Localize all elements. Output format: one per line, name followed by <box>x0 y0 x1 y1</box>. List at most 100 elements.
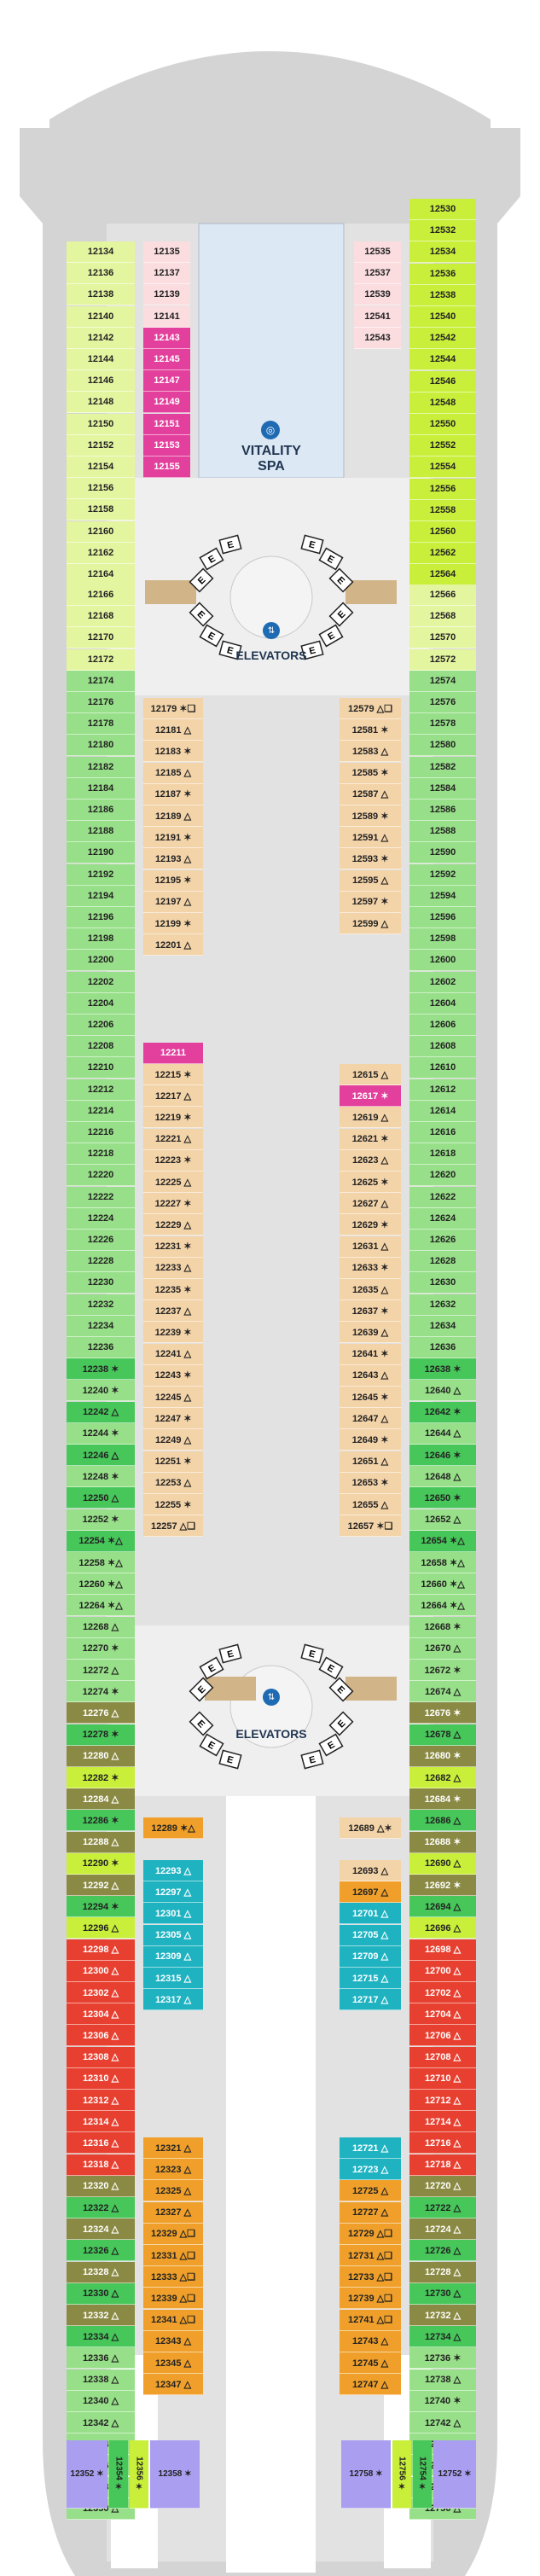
cabin-12314[interactable]: 12314 △ <box>67 2111 135 2133</box>
cabin-12697[interactable]: 12697 △ <box>340 1881 401 1904</box>
cabin-12232[interactable]: 12232 <box>67 1294 135 1316</box>
cabin-12286[interactable]: 12286 ✶ <box>67 1810 135 1832</box>
cabin-12298[interactable]: 12298 △ <box>67 1939 135 1961</box>
cabin-12686[interactable]: 12686 △ <box>409 1810 476 1832</box>
cabin-12739[interactable]: 12739 △❑ <box>340 2288 401 2310</box>
cabin-12297[interactable]: 12297 △ <box>143 1881 203 1904</box>
cabin-12234[interactable]: 12234 <box>67 1315 135 1337</box>
cabin-12310[interactable]: 12310 △ <box>67 2067 135 2090</box>
cabin-12242[interactable]: 12242 △ <box>67 1401 135 1423</box>
cabin-12158[interactable]: 12158 <box>67 499 135 521</box>
cabin-12170[interactable]: 12170 <box>67 627 135 649</box>
cabin-12236[interactable]: 12236 <box>67 1337 135 1358</box>
cabin-12595[interactable]: 12595 △ <box>340 869 401 892</box>
cabin-12181[interactable]: 12181 △ <box>143 719 203 741</box>
cabin-12154[interactable]: 12154 <box>67 456 135 478</box>
cabin-12260[interactable]: 12260 ✶△ <box>67 1573 135 1596</box>
cabin-12151[interactable]: 12151 <box>143 413 190 435</box>
cabin-12618[interactable]: 12618 <box>409 1143 476 1166</box>
cabin-12568[interactable]: 12568 <box>409 606 476 628</box>
cabin-12330[interactable]: 12330 △ <box>67 2282 135 2305</box>
cabin-12172[interactable]: 12172 <box>67 648 135 671</box>
cabin-12539[interactable]: 12539 <box>354 284 401 306</box>
suite-12752[interactable]: 12752 ✶ <box>433 2440 476 2509</box>
cabin-12198[interactable]: 12198 <box>67 928 135 951</box>
cabin-12342[interactable]: 12342 △ <box>67 2412 135 2434</box>
cabin-12179[interactable]: 12179 ✶❑ <box>143 698 203 719</box>
cabin-12608[interactable]: 12608 <box>409 1036 476 1058</box>
cabin-12733[interactable]: 12733 △❑ <box>340 2266 401 2288</box>
cabin-12289[interactable]: 12289 ✶△ <box>143 1817 203 1839</box>
cabin-12701[interactable]: 12701 △ <box>340 1903 401 1925</box>
cabin-12639[interactable]: 12639 △ <box>340 1322 401 1344</box>
cabin-12594[interactable]: 12594 <box>409 885 476 907</box>
cabin-12714[interactable]: 12714 △ <box>409 2111 476 2133</box>
cabin-12153[interactable]: 12153 <box>143 434 190 456</box>
cabin-12631[interactable]: 12631 △ <box>340 1236 401 1258</box>
cabin-12180[interactable]: 12180 <box>67 735 135 757</box>
cabin-12336[interactable]: 12336 △ <box>67 2347 135 2370</box>
cabin-12188[interactable]: 12188 <box>67 821 135 843</box>
cabin-12145[interactable]: 12145 <box>143 349 190 370</box>
cabin-12702[interactable]: 12702 △ <box>409 1982 476 2003</box>
cabin-12700[interactable]: 12700 △ <box>409 1960 476 1982</box>
cabin-12621[interactable]: 12621 ✶ <box>340 1128 401 1150</box>
cabin-12222[interactable]: 12222 <box>67 1186 135 1208</box>
cabin-12270[interactable]: 12270 ✶ <box>67 1637 135 1660</box>
cabin-12599[interactable]: 12599 △ <box>340 913 401 934</box>
cabin-12582[interactable]: 12582 <box>409 756 476 778</box>
cabin-12698[interactable]: 12698 △ <box>409 1939 476 1961</box>
cabin-12176[interactable]: 12176 <box>67 692 135 713</box>
cabin-12264[interactable]: 12264 ✶△ <box>67 1595 135 1617</box>
cabin-12138[interactable]: 12138 <box>67 284 135 306</box>
cabin-12190[interactable]: 12190 <box>67 842 135 864</box>
cabin-12684[interactable]: 12684 ✶ <box>409 1788 476 1811</box>
cabin-12324[interactable]: 12324 △ <box>67 2218 135 2241</box>
cabin-12189[interactable]: 12189 △ <box>143 805 203 827</box>
cabin-12727[interactable]: 12727 △ <box>340 2201 401 2224</box>
cabin-12718[interactable]: 12718 △ <box>409 2154 476 2176</box>
cabin-12143[interactable]: 12143 <box>143 327 190 349</box>
cabin-12339[interactable]: 12339 △❑ <box>143 2288 203 2310</box>
cabin-12554[interactable]: 12554 <box>409 456 476 479</box>
cabin-12186[interactable]: 12186 <box>67 800 135 821</box>
cabin-12183[interactable]: 12183 ✶ <box>143 741 203 763</box>
cabin-12187[interactable]: 12187 ✶ <box>143 783 203 805</box>
cabin-12212[interactable]: 12212 <box>67 1079 135 1101</box>
cabin-12244[interactable]: 12244 ✶ <box>67 1422 135 1445</box>
cabin-12302[interactable]: 12302 △ <box>67 1982 135 2003</box>
cabin-12535[interactable]: 12535 <box>354 241 401 263</box>
cabin-12619[interactable]: 12619 △ <box>340 1107 401 1129</box>
cabin-12725[interactable]: 12725 △ <box>340 2180 401 2202</box>
cabin-12729[interactable]: 12729 △❑ <box>340 2223 401 2245</box>
cabin-12721[interactable]: 12721 △ <box>340 2137 401 2159</box>
cabin-12622[interactable]: 12622 <box>409 1186 476 1208</box>
cabin-12647[interactable]: 12647 △ <box>340 1408 401 1430</box>
suite-12756[interactable]: 12756 ✶ <box>392 2440 411 2509</box>
cabin-12596[interactable]: 12596 <box>409 907 476 928</box>
cabin-12206[interactable]: 12206 <box>67 1015 135 1036</box>
cabin-12182[interactable]: 12182 <box>67 756 135 778</box>
cabin-12243[interactable]: 12243 ✶ <box>143 1364 203 1387</box>
cabin-12254[interactable]: 12254 ✶△ <box>67 1530 135 1552</box>
cabin-12196[interactable]: 12196 <box>67 907 135 928</box>
cabin-12325[interactable]: 12325 △ <box>143 2180 203 2202</box>
cabin-12139[interactable]: 12139 <box>143 284 190 306</box>
cabin-12288[interactable]: 12288 △ <box>67 1831 135 1853</box>
cabin-12300[interactable]: 12300 △ <box>67 1960 135 1982</box>
cabin-12642[interactable]: 12642 ✶ <box>409 1401 476 1423</box>
cabin-12740[interactable]: 12740 ✶ <box>409 2390 476 2412</box>
cabin-12541[interactable]: 12541 <box>354 305 401 328</box>
cabin-12249[interactable]: 12249 △ <box>143 1429 203 1451</box>
cabin-12728[interactable]: 12728 △ <box>409 2261 476 2283</box>
cabin-12155[interactable]: 12155 <box>143 456 190 478</box>
cabin-12246[interactable]: 12246 △ <box>67 1445 135 1466</box>
cabin-12274[interactable]: 12274 ✶ <box>67 1681 135 1703</box>
cabin-12146[interactable]: 12146 <box>67 370 135 393</box>
cabin-12560[interactable]: 12560 <box>409 521 476 543</box>
cabin-12280[interactable]: 12280 △ <box>67 1745 135 1767</box>
cabin-12580[interactable]: 12580 <box>409 735 476 757</box>
cabin-12184[interactable]: 12184 <box>67 777 135 800</box>
cabin-12218[interactable]: 12218 <box>67 1143 135 1166</box>
cabin-12591[interactable]: 12591 △ <box>340 827 401 849</box>
